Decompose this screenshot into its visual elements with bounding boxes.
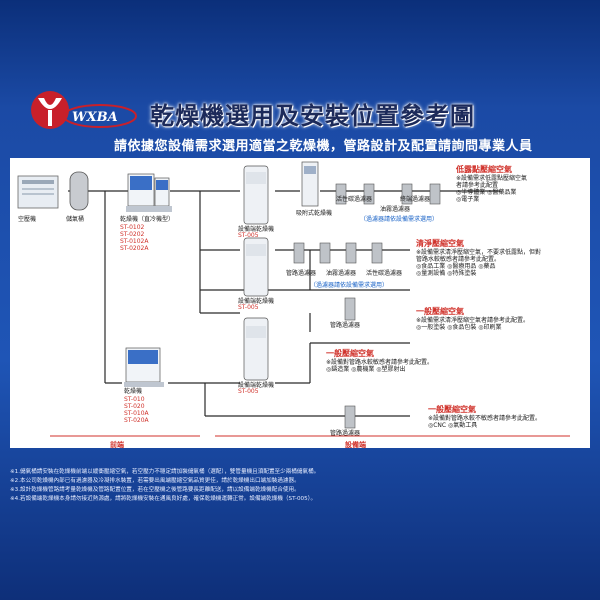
category-5: 一般壓縮空氣 ※設備對管路水較不敏感者請參考此配置。 ◎CNC ◎氣動工具	[428, 404, 541, 429]
air-compressor-icon	[17, 175, 59, 209]
category-3-title: 一般壓縮空氣	[416, 306, 464, 316]
dryer-unit-2-icon	[124, 347, 164, 387]
category-2: 清淨壓縮空氣 ※設備需求清淨壓縮空氣，不要求低露點，但對 管路水較敏感者請參考此…	[416, 238, 541, 277]
category-2-line-2: 管路水較敏感者請參考此配置。	[416, 256, 501, 263]
note-2: ※2.本公司乾燥機內部已有過濾器及冷凝排水裝置，若需要出風端壓縮空氣品質更佳，請…	[10, 478, 300, 484]
category-4-line-2: ◎鑄造業 ◎農機業 ◎塑膠射出	[326, 366, 406, 373]
category-1-title: 低露點壓縮空氣	[456, 164, 512, 174]
device-dryer-1-code: ST-005	[238, 232, 259, 239]
logo-text: WXBA	[72, 110, 118, 125]
air-tank-icon	[69, 171, 89, 211]
category-5-line-2: ◎CNC ◎氣動工具	[428, 422, 478, 429]
pipe-filter-label-3: 管路過濾器	[330, 430, 361, 437]
dryer1-model-3: ST-0102A	[120, 238, 149, 245]
dryer2-model-1: ST-010	[124, 396, 145, 403]
notes-section: ※1.儲氣桶請安裝在乾燥機前端以緩衝壓縮空氣，若空壓力不穩定請加裝儲氣桶（選配）…	[10, 468, 590, 504]
category-2-title: 清淨壓縮空氣	[416, 238, 464, 248]
filter-note-2: （過濾器請依設備需求選用）	[310, 282, 389, 289]
compressor-label: 空壓機	[18, 216, 37, 223]
category-4-line-1: ※設備對管路水較敏感者請參考此配置。	[326, 359, 434, 366]
diagram-panel: 空壓機 儲氣桶 乾燥機（直冷機型） ST-0102 ST-0202 ST-010…	[10, 158, 590, 449]
tank-label: 儲氣桶	[66, 216, 85, 223]
device-dryer-2-code: ST-005	[238, 304, 259, 311]
filter-row-1	[335, 183, 441, 205]
category-5-line-1: ※設備對管路水較不敏感者請參考此配置。	[428, 415, 542, 422]
filter-note-1: （過濾器請依設備需求選用）	[360, 216, 439, 223]
pipe-filter-label-1: 管路過濾器	[286, 270, 317, 277]
device-dryer-3-code: ST-005	[238, 388, 259, 395]
front-end-label: 前端	[110, 441, 124, 449]
dryer2-model-4: ST-020A	[124, 417, 149, 424]
dryer2-model-3: ST-010A	[124, 410, 149, 417]
page-title: 乾燥機選用及安裝位置參考圖	[150, 101, 475, 130]
category-1-line-2: 者請參考此配置	[456, 182, 499, 189]
category-4: 一般壓縮空氣 ※設備對管路水較敏感者請參考此配置。 ◎鑄造業 ◎農機業 ◎塑膠射…	[326, 348, 433, 373]
category-5-title: 一般壓縮空氣	[428, 404, 476, 414]
dryer2-model-2: ST-020	[124, 403, 145, 410]
device-end-dryer-2-icon	[243, 237, 269, 297]
page-subtitle: 請依據您設備需求選用適當之乾燥機，管路設計及配置請詢問專業人員	[114, 139, 533, 154]
dryer1-model-1: ST-0102	[120, 224, 145, 231]
note-4: ※4.若設備端乾燥機本身請勿接近熱源處，請將乾燥機安裝在通風良好處，確保乾燥機運…	[10, 496, 317, 502]
category-3: 一般壓縮空氣 ※設備需求清淨壓縮空氣者請參考此配置。 ◎一般塗裝 ◎食品包裝 ◎…	[416, 306, 529, 331]
category-2-line-1: ※設備需求清淨壓縮空氣，不要求低露點，但對	[416, 249, 542, 256]
category-3-line-1: ※設備需求清淨壓縮空氣者請參考此配置。	[416, 317, 530, 324]
dryer2-label: 乾燥機	[124, 388, 143, 395]
dryer1-model-2: ST-0202	[120, 231, 145, 238]
device-dryer-3-label: 設備端乾燥機	[238, 382, 275, 389]
device-dryer-2-label: 設備端乾燥機	[238, 298, 275, 305]
category-1-line-4: ◎電子業	[456, 196, 480, 203]
oil-filter-label-1: 油霧過濾器	[380, 206, 411, 213]
adsorb-dryer-label: 吸附式乾燥機	[296, 210, 333, 217]
carbon-filter-label-1: 活性碳過濾器	[336, 196, 373, 203]
note-1: ※1.儲氣桶請安裝在乾燥機前端以緩衝壓縮空氣，若空壓力不穩定請加裝儲氣桶（選配）…	[10, 469, 320, 475]
category-2-line-3: ◎食品工業 ◎醫療用品 ◎藥品	[416, 263, 496, 270]
final-filter-label: 終端過濾器	[400, 196, 431, 203]
piping-diagram	[17, 161, 570, 437]
dryer1-model-4: ST-0202A	[120, 245, 149, 252]
category-2-line-4: ◎量測設備 ◎特殊塗裝	[416, 270, 477, 277]
oil-filter-label-2: 油霧過濾器	[326, 270, 357, 277]
device-end-label: 設備端	[345, 441, 366, 449]
pipe-filter-label-2: 管路過濾器	[330, 322, 361, 329]
device-dryer-1-label: 設備端乾燥機	[238, 226, 275, 233]
device-end-dryer-3-icon	[243, 317, 269, 381]
logo-icon: WXBA	[31, 91, 137, 129]
category-1: 低露點壓縮空氣 ※設備需求低露點壓縮空氣 者請參考此配置 ◎半導體業 ◎醫藥品業…	[456, 164, 527, 203]
dryer1-label: 乾燥機（直冷機型）	[120, 216, 175, 223]
carbon-filter-label-2: 活性碳過濾器	[366, 270, 403, 277]
filter-row-3	[344, 297, 356, 429]
category-1-line-1: ※設備需求低露點壓縮空氣	[456, 175, 528, 182]
filter-row-2	[293, 242, 383, 264]
brand-logo: WXBA	[28, 88, 148, 134]
category-1-line-3: ◎半導體業 ◎醫藥品業	[456, 189, 517, 196]
note-3: ※3.設計乾燥機管路請考量乾燥機及管路配置位置，若在空壓機之後管路要長距離配送，…	[10, 487, 300, 493]
category-3-line-2: ◎一般塗裝 ◎食品包裝 ◎印刷業	[416, 324, 502, 331]
adsorption-dryer-icon	[301, 161, 319, 207]
dryer-unit-1-icon	[126, 173, 172, 212]
device-end-dryer-1-icon	[243, 165, 269, 225]
category-4-title: 一般壓縮空氣	[326, 348, 374, 358]
